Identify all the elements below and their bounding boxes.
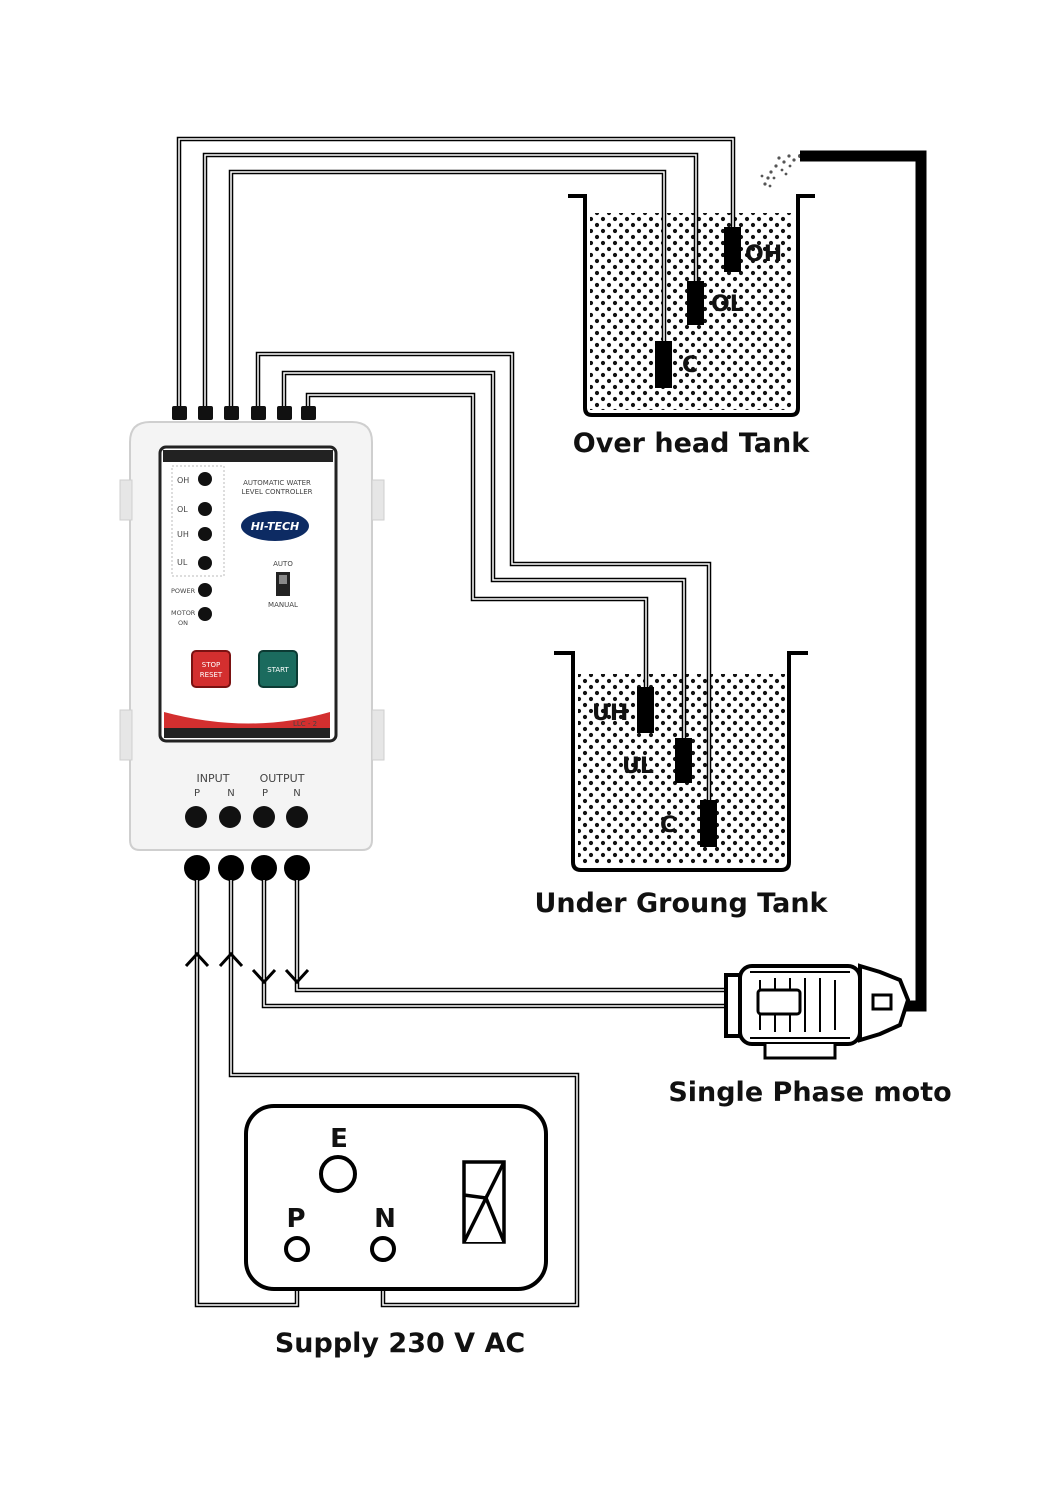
underground-tank-outline — [554, 651, 808, 872]
brand-name: HI-TECH — [251, 520, 300, 533]
input-label: INPUT — [197, 772, 230, 785]
start-label: START — [267, 666, 289, 674]
water-spray — [760, 154, 802, 188]
probe-ul — [675, 738, 692, 783]
supply-title: Supply 230 V AC — [275, 1328, 525, 1359]
brand-logo — [241, 511, 309, 541]
probe-uh — [637, 687, 654, 733]
front-terminal-3 — [253, 806, 275, 828]
overhead-tank-outline — [568, 194, 815, 417]
probe-c-overhead — [655, 341, 672, 388]
power-label: POWER — [171, 587, 196, 595]
probe-label-c-underground: C — [660, 813, 676, 838]
stop-reset-button[interactable] — [191, 650, 231, 688]
earth-label: E — [330, 1124, 348, 1154]
phase-pin — [284, 1236, 310, 1262]
power-led — [198, 583, 212, 597]
input-n-label: N — [227, 788, 234, 799]
model-label: LLC - 2 — [293, 720, 317, 728]
indicator-oh-led — [198, 472, 212, 486]
socket-switch[interactable] — [462, 1160, 506, 1244]
stop-label: STOP — [202, 661, 220, 669]
product-line-2: LEVEL CONTROLLER — [241, 488, 312, 496]
neutral-pin — [370, 1236, 396, 1262]
output-label: OUTPUT — [260, 772, 305, 785]
underground-tank: UH UL C Under Groung Tank — [534, 651, 829, 919]
sensor-terminals — [172, 406, 316, 420]
probe-ol — [687, 281, 704, 325]
front-terminal-4 — [286, 806, 308, 828]
output-p-label: P — [262, 788, 268, 799]
probe-label-ol: OL — [711, 292, 744, 317]
delivery-pipe — [800, 150, 927, 1012]
probe-label-ul: UL — [622, 754, 654, 779]
supply-socket: E P N — [244, 1104, 548, 1291]
neutral-label: N — [374, 1204, 396, 1234]
probe-label-c-overhead: C — [682, 353, 698, 378]
underground-tank-title: Under Groung Tank — [534, 888, 828, 919]
front-terminal-2 — [219, 806, 241, 828]
motor-title: Single Phase moto — [668, 1077, 951, 1108]
motor-on-led — [198, 607, 212, 621]
indicator-ol-led — [198, 502, 212, 516]
motor-on-label-2: ON — [178, 619, 188, 627]
output-n-label: N — [293, 788, 300, 799]
indicator-label-uh: UH — [177, 530, 189, 539]
indicator-uh-led — [198, 527, 212, 541]
motor-on-label-1: MOTOR — [171, 609, 196, 617]
probe-label-uh: UH — [592, 701, 628, 726]
probe-oh — [724, 227, 741, 272]
sensor-wires-inner — [178, 138, 734, 800]
indicator-label-ol: OL — [177, 505, 188, 514]
overhead-tank: OH OL C Over head Tank — [568, 194, 815, 459]
front-terminal-1 — [185, 806, 207, 828]
auto-label: AUTO — [273, 560, 293, 568]
earth-pin — [319, 1155, 357, 1193]
probe-label-oh: OH — [745, 242, 782, 267]
input-p-label: P — [194, 788, 200, 799]
product-line-1: AUTOMATIC WATER — [243, 479, 311, 487]
indicator-label-oh: OH — [177, 476, 189, 485]
controller-unit: OH OL UH UL POWER MOTOR ON AUTOMATIC WAT… — [119, 406, 385, 851]
power-wires-inner — [196, 880, 735, 1306]
indicator-ul-led — [198, 556, 212, 570]
reset-label: RESET — [200, 671, 223, 679]
indicator-label-ul: UL — [177, 558, 188, 567]
overhead-tank-title: Over head Tank — [573, 428, 810, 459]
manual-label: MANUAL — [268, 601, 298, 609]
start-button[interactable] — [258, 650, 298, 688]
flow-arrows — [184, 951, 310, 985]
single-phase-motor — [724, 963, 911, 1060]
bottom-terminals — [184, 855, 310, 881]
phase-label: P — [286, 1204, 305, 1234]
probe-c-underground — [700, 800, 717, 847]
